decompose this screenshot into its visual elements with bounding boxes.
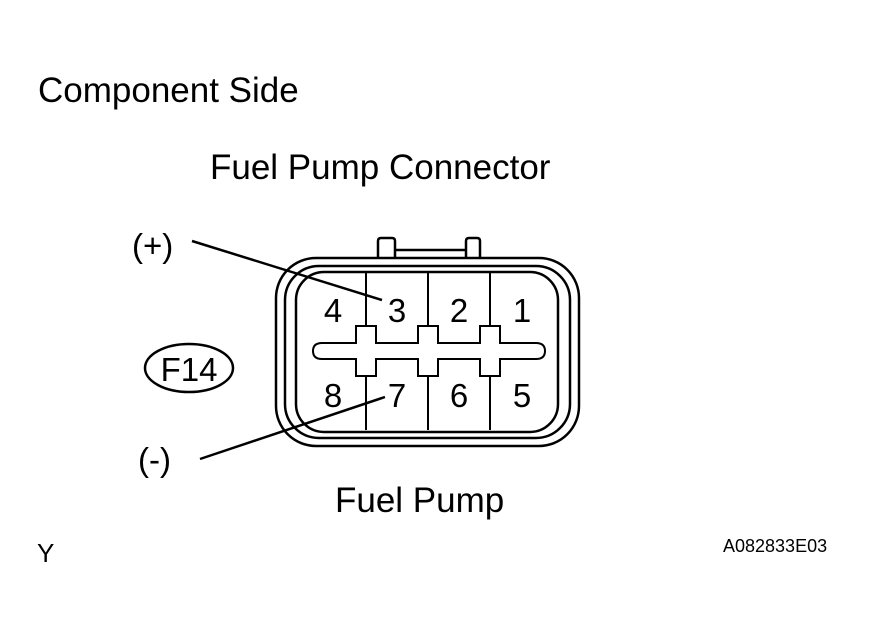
pin-label: 1 (513, 292, 531, 329)
connector-code-ellipse (143, 342, 235, 394)
component-label: Fuel Pump (335, 481, 505, 520)
positive-label: (+) (132, 227, 173, 264)
pin-label: 8 (324, 377, 342, 414)
connector-title: Fuel Pump Connector (210, 148, 551, 187)
positive-leader-line (191, 239, 383, 302)
diagram-title: Component Side (38, 71, 299, 110)
pin-label: 6 (450, 377, 468, 414)
connector-code: F14 (161, 351, 218, 388)
negative-label: (-) (138, 441, 171, 478)
pin-label: 4 (324, 292, 342, 329)
figure-code: A082833E03 (723, 536, 828, 556)
pin-label: 3 (388, 292, 406, 329)
housing-mid (283, 264, 572, 440)
negative-leader-line (199, 395, 386, 461)
corner-letter: Y (37, 538, 55, 568)
housing-outer (274, 256, 581, 448)
locking-tab (376, 236, 482, 258)
pin-label: 5 (513, 377, 531, 414)
pin-label: 2 (450, 292, 468, 329)
center-key-channel (311, 325, 547, 377)
cavity-grid (365, 272, 491, 430)
pin-label: 7 (388, 377, 406, 414)
